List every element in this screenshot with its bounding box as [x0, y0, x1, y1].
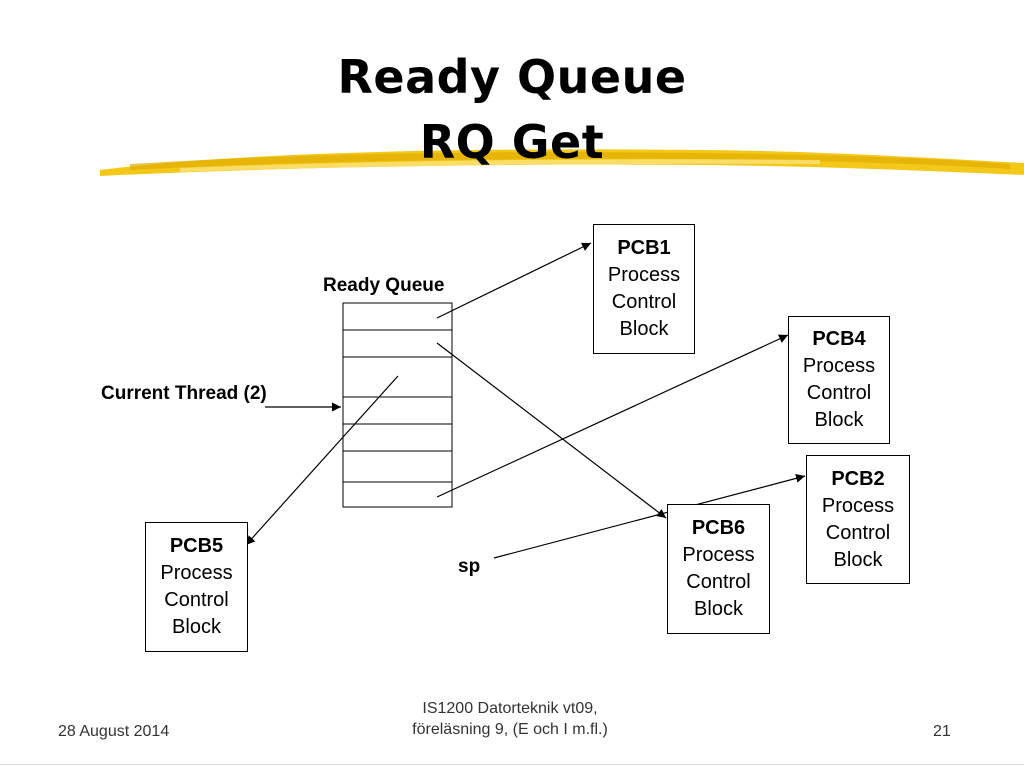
- slide-title-line2: RQ Get: [419, 115, 605, 169]
- pcb4-box: PCB4 Process Control Block: [788, 316, 890, 444]
- pcb6-name: PCB6: [691, 517, 746, 539]
- pcb4-name: PCB4: [812, 328, 866, 350]
- pcb1-line2: Control: [611, 291, 677, 313]
- pcb4-line2: Control: [806, 382, 872, 404]
- pcb6-line1: Process: [682, 544, 755, 566]
- pcb4-line3: Block: [814, 409, 864, 431]
- arrow-sp-to-pcb2: [493, 473, 806, 559]
- pcb5-name: PCB5: [169, 535, 224, 557]
- pcb6-box: PCB6 Process Control Block: [667, 504, 770, 634]
- pcb5-line1: Process: [160, 562, 233, 584]
- arrow-queue-to-pcb6: [436, 342, 667, 519]
- pcb5-line3: Block: [172, 616, 221, 638]
- pcb1-box: PCB1 Process Control Block: [593, 224, 695, 354]
- current-thread-label: Current Thread (2): [101, 383, 267, 404]
- pcb2-name: PCB2: [831, 467, 885, 490]
- pcb6-line3: Block: [694, 598, 743, 620]
- pcb1-line1: Process: [607, 264, 681, 286]
- pcb1-line3: Block: [619, 318, 669, 340]
- footer-date: 28 August 2014: [58, 723, 170, 740]
- pcb1-name: PCB1: [617, 237, 671, 259]
- sp-label: sp: [458, 556, 481, 577]
- footer-course-line1: IS1200 Datorteknik vt09,: [422, 700, 598, 717]
- pcb2-line1: Process: [821, 494, 895, 517]
- footer-course: IS1200 Datorteknik vt09, föreläsning 9, …: [360, 698, 660, 740]
- arrow-queue-to-pcb5: [245, 375, 399, 546]
- arrow-queue-to-pcb1: [436, 242, 592, 319]
- footer-divider: [0, 764, 1024, 765]
- pcb2-line3: Block: [833, 548, 883, 571]
- arrow-queue-to-pcb4: [436, 334, 789, 498]
- ready-queue-label: Ready Queue: [323, 275, 445, 296]
- footer-course-line2: föreläsning 9, (E och I m.fl.): [412, 721, 608, 738]
- title-highlight-stroke: [100, 149, 1024, 176]
- pcb5-line2: Control: [164, 589, 229, 611]
- slide-title-line1: Ready Queue: [337, 50, 687, 104]
- pcb4-line1: Process: [802, 355, 876, 377]
- pcb2-line2: Control: [825, 521, 891, 544]
- pcb2-box: PCB2 Process Control Block: [806, 455, 910, 584]
- ready-queue-table: [342, 302, 453, 508]
- pcb6-line2: Control: [686, 571, 751, 593]
- pcb5-box: PCB5 Process Control Block: [145, 522, 248, 652]
- page-number: 21: [933, 723, 951, 740]
